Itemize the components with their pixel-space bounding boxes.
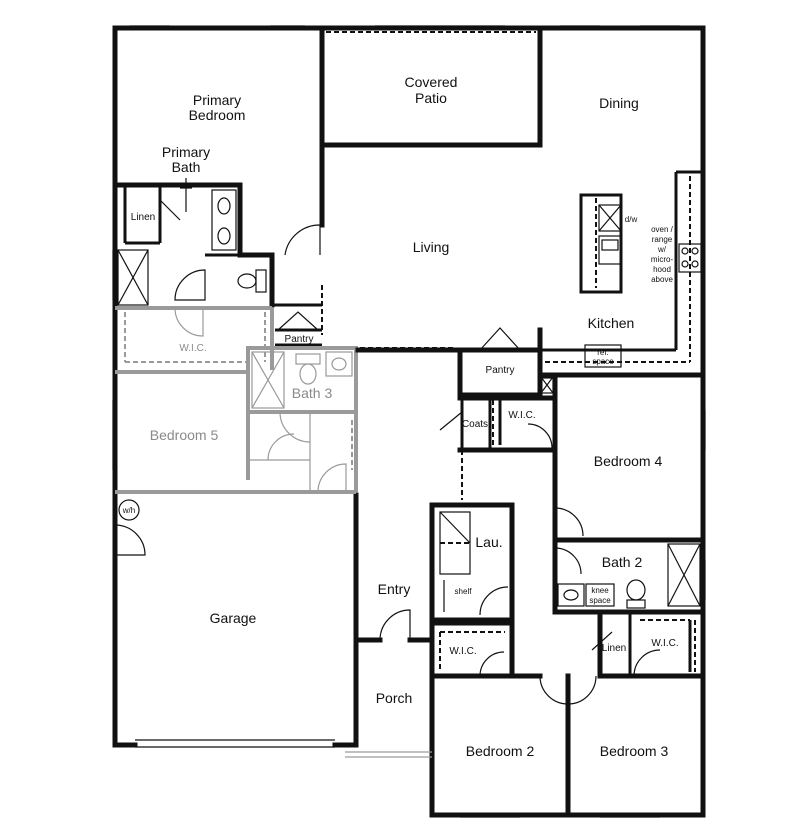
bedroom4-area bbox=[439, 375, 584, 541]
primary-wic bbox=[115, 306, 274, 370]
label-bedroom-3: Bedroom 3 bbox=[600, 743, 669, 759]
label-oven-5: hood bbox=[653, 265, 671, 274]
bedrooms-2-3 bbox=[429, 609, 706, 818]
covered-patio bbox=[319, 25, 543, 148]
label-ref-2: space bbox=[592, 357, 614, 366]
label-water-heater: w/h bbox=[122, 506, 135, 515]
label-garage: Garage bbox=[210, 610, 257, 626]
label-primary-bath-1: Primary bbox=[162, 144, 210, 160]
label-oven-1: oven / bbox=[651, 225, 674, 234]
label-entry: Entry bbox=[378, 581, 411, 597]
label-knee-space-1: knee bbox=[591, 586, 609, 595]
label-bedroom-5: Bedroom 5 bbox=[150, 427, 219, 443]
label-covered-patio-1: Covered bbox=[405, 74, 458, 90]
label-primary-bedroom-2: Bedroom bbox=[189, 107, 246, 123]
label-bath-3: Bath 3 bbox=[292, 385, 333, 401]
label-coats: Coats bbox=[462, 419, 488, 430]
label-knee-space-2: space bbox=[589, 596, 611, 605]
label-pantry-kitchen: Pantry bbox=[486, 365, 515, 376]
exterior-windows bbox=[112, 25, 706, 818]
label-oven-3: w/ bbox=[657, 245, 667, 254]
laundry-room bbox=[429, 502, 515, 623]
optional-rooms bbox=[115, 346, 358, 494]
small-pantry bbox=[275, 311, 322, 347]
label-bedroom-2: Bedroom 2 bbox=[466, 743, 535, 759]
label-ref-1: ref. bbox=[597, 348, 609, 357]
label-living: Living bbox=[413, 239, 450, 255]
label-wic-bedroom2: W.I.C. bbox=[449, 646, 476, 657]
garage-area bbox=[114, 499, 335, 748]
label-linen-primary: Linen bbox=[131, 212, 155, 223]
label-pantry-small: Pantry bbox=[285, 334, 314, 345]
label-dishwasher: d/w bbox=[625, 215, 638, 224]
bath-2-area bbox=[552, 537, 706, 615]
entry-porch bbox=[345, 609, 435, 758]
fixture-annotations: d/w oven / range w/ micro- hood above re… bbox=[592, 215, 673, 366]
label-kitchen: Kitchen bbox=[588, 315, 635, 331]
label-wic-primary: W.I.C. bbox=[179, 343, 206, 354]
label-oven-2: range bbox=[652, 235, 673, 244]
label-wic-bedroom4: W.I.C. bbox=[508, 410, 535, 421]
exterior-walls bbox=[112, 25, 706, 818]
label-dining: Dining bbox=[599, 95, 639, 111]
label-covered-patio-2: Patio bbox=[415, 90, 447, 106]
label-oven-4: micro- bbox=[651, 255, 674, 264]
label-porch: Porch bbox=[376, 690, 413, 706]
label-shelf: shelf bbox=[455, 587, 473, 596]
label-wic-bedroom3: W.I.C. bbox=[651, 638, 678, 649]
label-bath-2: Bath 2 bbox=[602, 554, 643, 570]
label-oven-6: above bbox=[651, 275, 673, 284]
label-primary-bedroom-1: Primary bbox=[193, 92, 241, 108]
kitchen-area bbox=[355, 170, 706, 398]
primary-suite-walls bbox=[112, 142, 325, 335]
label-linen-hall: Linen bbox=[602, 643, 626, 654]
label-laundry: Lau. bbox=[475, 534, 502, 550]
label-primary-bath-2: Bath bbox=[172, 159, 201, 175]
room-labels: Primary Bedroom Covered Patio Dining Pri… bbox=[122, 74, 679, 759]
label-bedroom-4: Bedroom 4 bbox=[594, 453, 663, 469]
